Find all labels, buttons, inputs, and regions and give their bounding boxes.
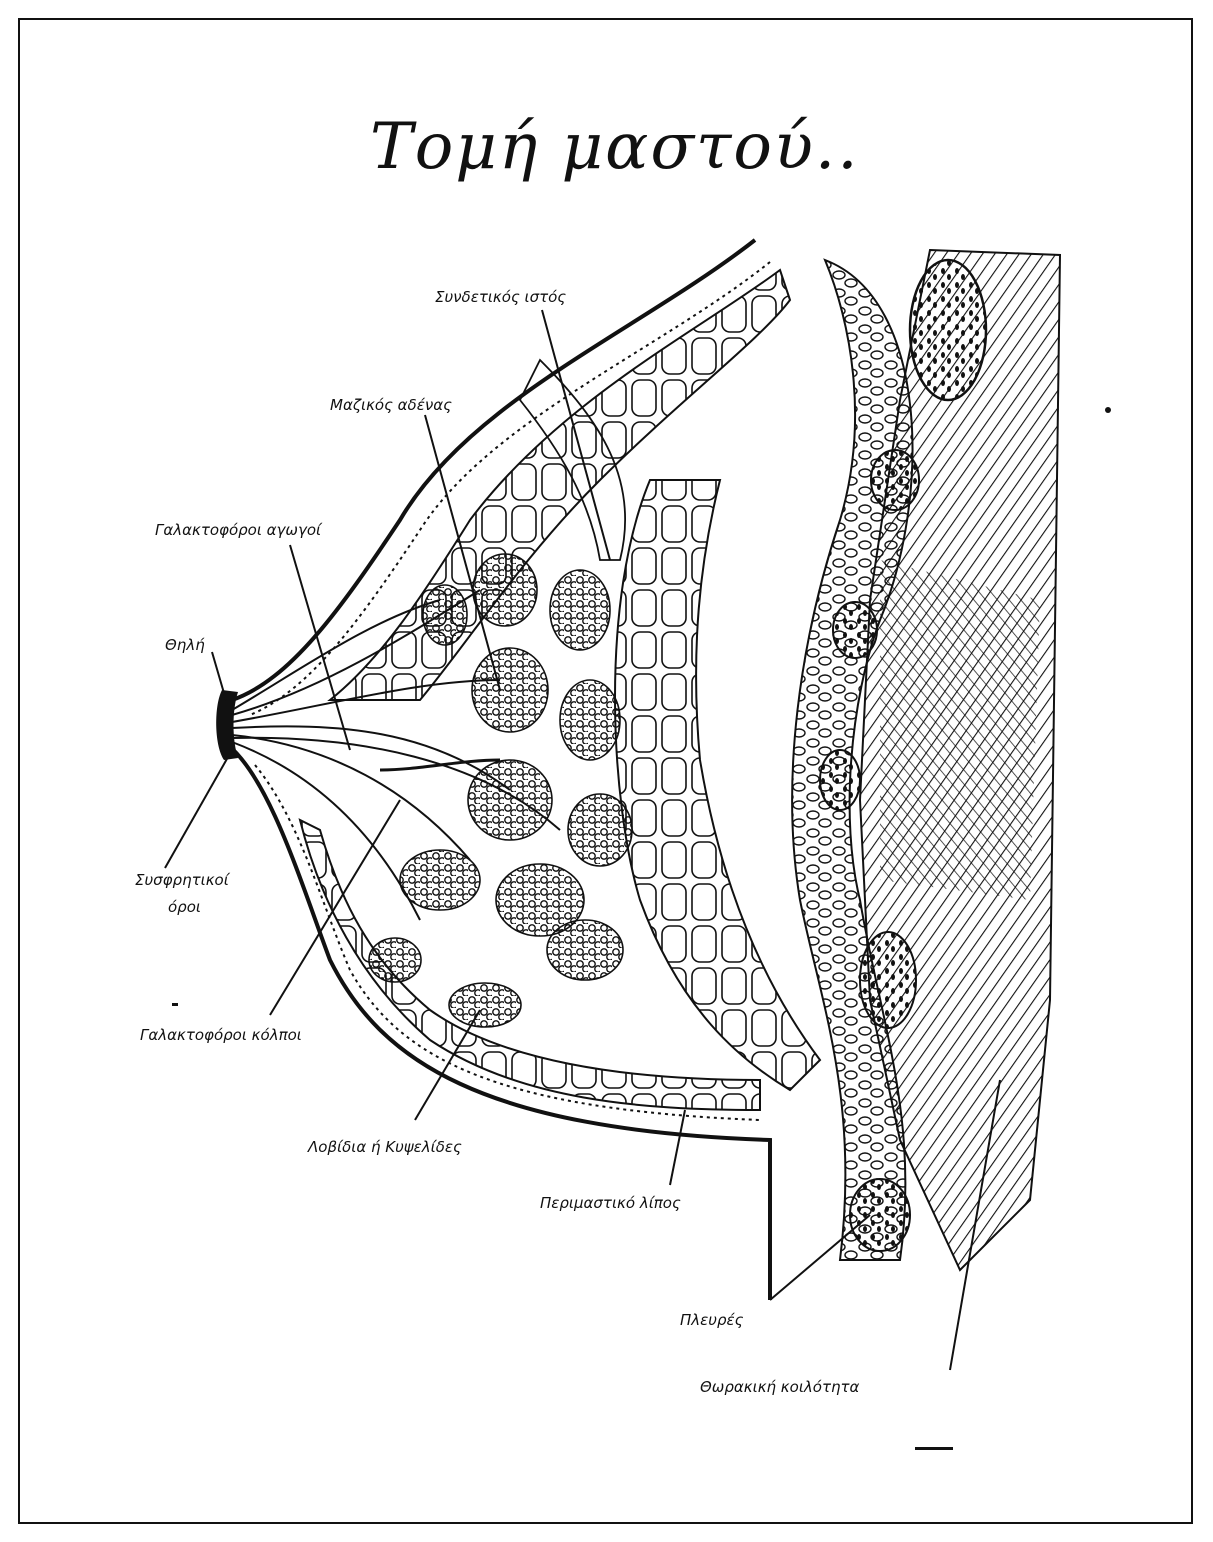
label-lobules: Λοβίδια ή Κυψελίδες: [307, 1138, 462, 1156]
label-mammary-gland: Μαζικός αδένας: [330, 396, 452, 414]
label-erectile-pores-line2: όροι: [168, 898, 201, 916]
label-lactiferous-sinuses: Γαλακτοφόροι κόλποι: [140, 1026, 302, 1044]
label-erectile-pores-line1: Συσφρητικοί: [135, 871, 231, 889]
label-thoracic-cavity: Θωρακική κοιλότητα: [700, 1378, 860, 1396]
label-perimammary-fat: Περιμαστικό λίπος: [540, 1194, 681, 1212]
label-lactiferous-ducts: Γαλακτοφόροι αγωγοί: [155, 521, 323, 539]
label-connective-tissue: Συνδετικός ιστός: [435, 288, 566, 306]
label-nipple: Θηλή: [165, 636, 205, 654]
nipple: [216, 690, 238, 760]
label-ribs: Πλευρές: [680, 1311, 744, 1329]
